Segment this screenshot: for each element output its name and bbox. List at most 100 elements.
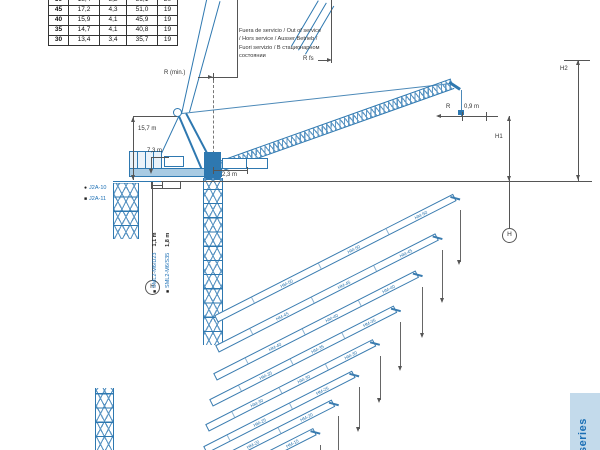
h1-dimension-line (509, 116, 510, 228)
jib-segment-label: HM-50 (385, 195, 456, 235)
jib-drop-line (358, 387, 360, 430)
out-of-service-note: Fuera de servicio / Out of service / Hor… (239, 27, 321, 61)
rmin-dimension-line (198, 77, 238, 78)
model-legend-item-2: ■J2A-11 (84, 196, 107, 203)
mast-width-tick (180, 182, 181, 189)
load-chart-cell: 19 (157, 25, 178, 36)
tick (247, 167, 248, 174)
load-chart-cell: 35,7 (126, 35, 158, 46)
pivot-offset-label: 2,3 m (222, 172, 238, 178)
apex-sheave-icon (173, 108, 182, 117)
down-arrow-icon (356, 427, 361, 433)
slew-axis-line (213, 80, 215, 174)
jib-foot-platform (222, 158, 268, 169)
arrowhead (575, 60, 580, 65)
head-height-tick (133, 116, 177, 117)
load-chart-cell: 3,4 (99, 35, 127, 46)
load-chart-table: 5018,45,256,1204517,24,351,0194015,94,14… (48, 0, 178, 46)
counterjib-radius-leader (151, 157, 152, 171)
mast-type-name: SML2-M6/S35 (165, 252, 171, 288)
counterjib-platform (129, 168, 222, 177)
load-chart-cell: 45,9 (126, 15, 158, 26)
square-bullet-icon: ■ (165, 289, 171, 293)
series-brand-tab: series (570, 393, 600, 450)
load-chart-cell: 19 (157, 35, 178, 46)
pivot-offset-dim-line (213, 170, 247, 171)
jib-segment (215, 359, 248, 380)
rfs-arrow-line (318, 60, 329, 61)
arrowhead (436, 113, 441, 118)
load-chart-cell: 35 (48, 25, 69, 36)
model-name: J2A-11 (89, 196, 107, 202)
left-height-axis (152, 182, 153, 280)
hook-icon (458, 110, 464, 115)
tower-head-height-label: 15,7 m (138, 126, 157, 132)
mast-section-top-line (113, 181, 161, 183)
jib-segment (211, 386, 241, 405)
note-line: Fuori servizio / В стационарном (239, 44, 320, 51)
radius-label: R (446, 104, 451, 110)
head-dim-line (438, 116, 498, 117)
slew-unit (204, 152, 221, 180)
mast-width-dim-line (151, 185, 162, 186)
load-chart-cell: 19 (157, 5, 178, 16)
load-chart-cell: 19 (157, 15, 178, 26)
arrowhead (575, 175, 580, 180)
load-chart-cell: 4,3 (99, 5, 127, 16)
load-chart-cell: 40 (48, 15, 69, 26)
mast-type-name: SML2-M6/D23 (152, 252, 158, 288)
hoist-rope (461, 90, 462, 116)
down-arrow-icon (397, 366, 402, 372)
rmin-extension-line (237, 0, 238, 78)
load-chart-cell: 40,8 (126, 25, 158, 36)
rmin-label: R (min.) (164, 70, 186, 76)
rfs-arrowhead (327, 57, 332, 62)
mast-width-value: 1,8 m (165, 232, 171, 247)
arrowhead (148, 169, 153, 174)
height-reference-symbol: H (502, 228, 517, 243)
counterjib-radius-label: 7,3 m (147, 148, 163, 154)
tick (486, 112, 487, 121)
round-bullet-icon: ● (84, 185, 88, 191)
load-chart-cell: 45 (48, 5, 69, 16)
load-chart-cell: 13,4 (68, 35, 100, 46)
h-ref-letter: H (150, 283, 155, 291)
square-bullet-icon: ■ (152, 289, 158, 293)
jib-drop-line (459, 210, 461, 263)
jib-drop-line (400, 322, 402, 369)
load-chart-cell: 51,0 (126, 5, 158, 16)
down-arrow-icon (377, 397, 381, 403)
load-chart-cell: 30 (48, 35, 69, 46)
jib-drop-line (338, 416, 340, 450)
jib-drop-line (422, 286, 424, 335)
mast-width-tick (162, 182, 163, 189)
counterjib-machinery (164, 156, 184, 167)
note-line: Fuera de servicio / Out of service (239, 28, 322, 34)
head-offset-label: 0,9 m (464, 104, 480, 110)
rfs-label: R fs (303, 56, 314, 62)
h2-dimension-line (578, 60, 579, 181)
jib-drop-line (442, 249, 444, 300)
note-line: состоянии (239, 53, 266, 60)
note-line: / Hors service / Ausser Betrieb / (239, 36, 318, 43)
h1-label: H1 (495, 134, 503, 140)
head-height-dim-line (133, 117, 134, 180)
jib-drop-line (379, 355, 381, 400)
jib-segment (205, 436, 230, 450)
load-chart-cell: 15,9 (68, 15, 100, 26)
load-chart-cell: 17,2 (68, 5, 100, 16)
tower-lattice-fragment (95, 388, 114, 450)
mast-section-column (113, 183, 139, 239)
model-name: J2A-10 (89, 185, 107, 191)
down-arrow-icon (439, 297, 444, 303)
tower-mast (203, 178, 223, 345)
h2-label: H2 (560, 66, 568, 72)
height-reference-symbol: H (145, 280, 160, 295)
